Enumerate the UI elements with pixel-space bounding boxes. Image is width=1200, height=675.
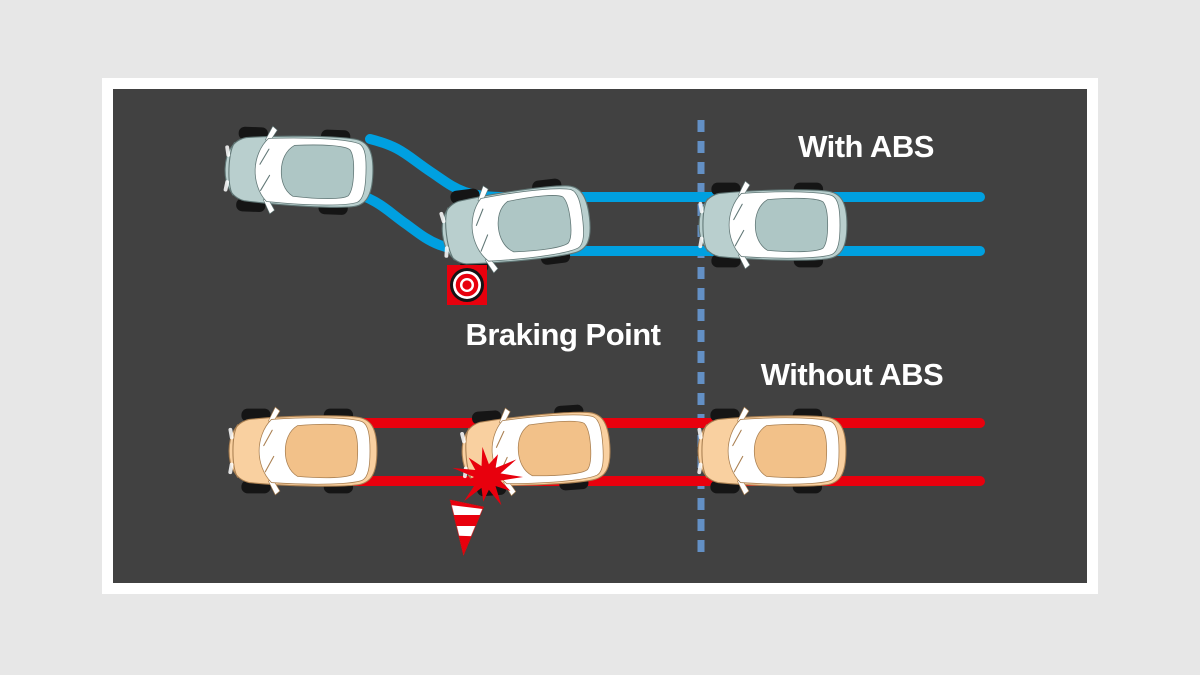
bullseye-center bbox=[462, 280, 472, 290]
cone-outline bbox=[449, 499, 485, 557]
without-abs-label: Without ABS bbox=[760, 357, 944, 392]
no-abs-car-start bbox=[228, 407, 377, 495]
abs-car-start bbox=[222, 124, 375, 218]
with-abs-label: With ABS bbox=[798, 129, 934, 164]
bullseye-target-icon bbox=[447, 265, 487, 305]
braking-point-label: Braking Point bbox=[465, 317, 661, 352]
crash-starburst-icon bbox=[452, 446, 523, 506]
traffic-cone-icon bbox=[443, 499, 485, 557]
no-abs-car-stopped bbox=[697, 407, 846, 495]
cone-tip bbox=[443, 535, 484, 557]
abs-car-stopped bbox=[698, 181, 847, 269]
no-abs-skid-lines bbox=[327, 418, 985, 486]
cone-stripe bbox=[445, 515, 484, 526]
cone-base-stripe bbox=[444, 499, 484, 510]
